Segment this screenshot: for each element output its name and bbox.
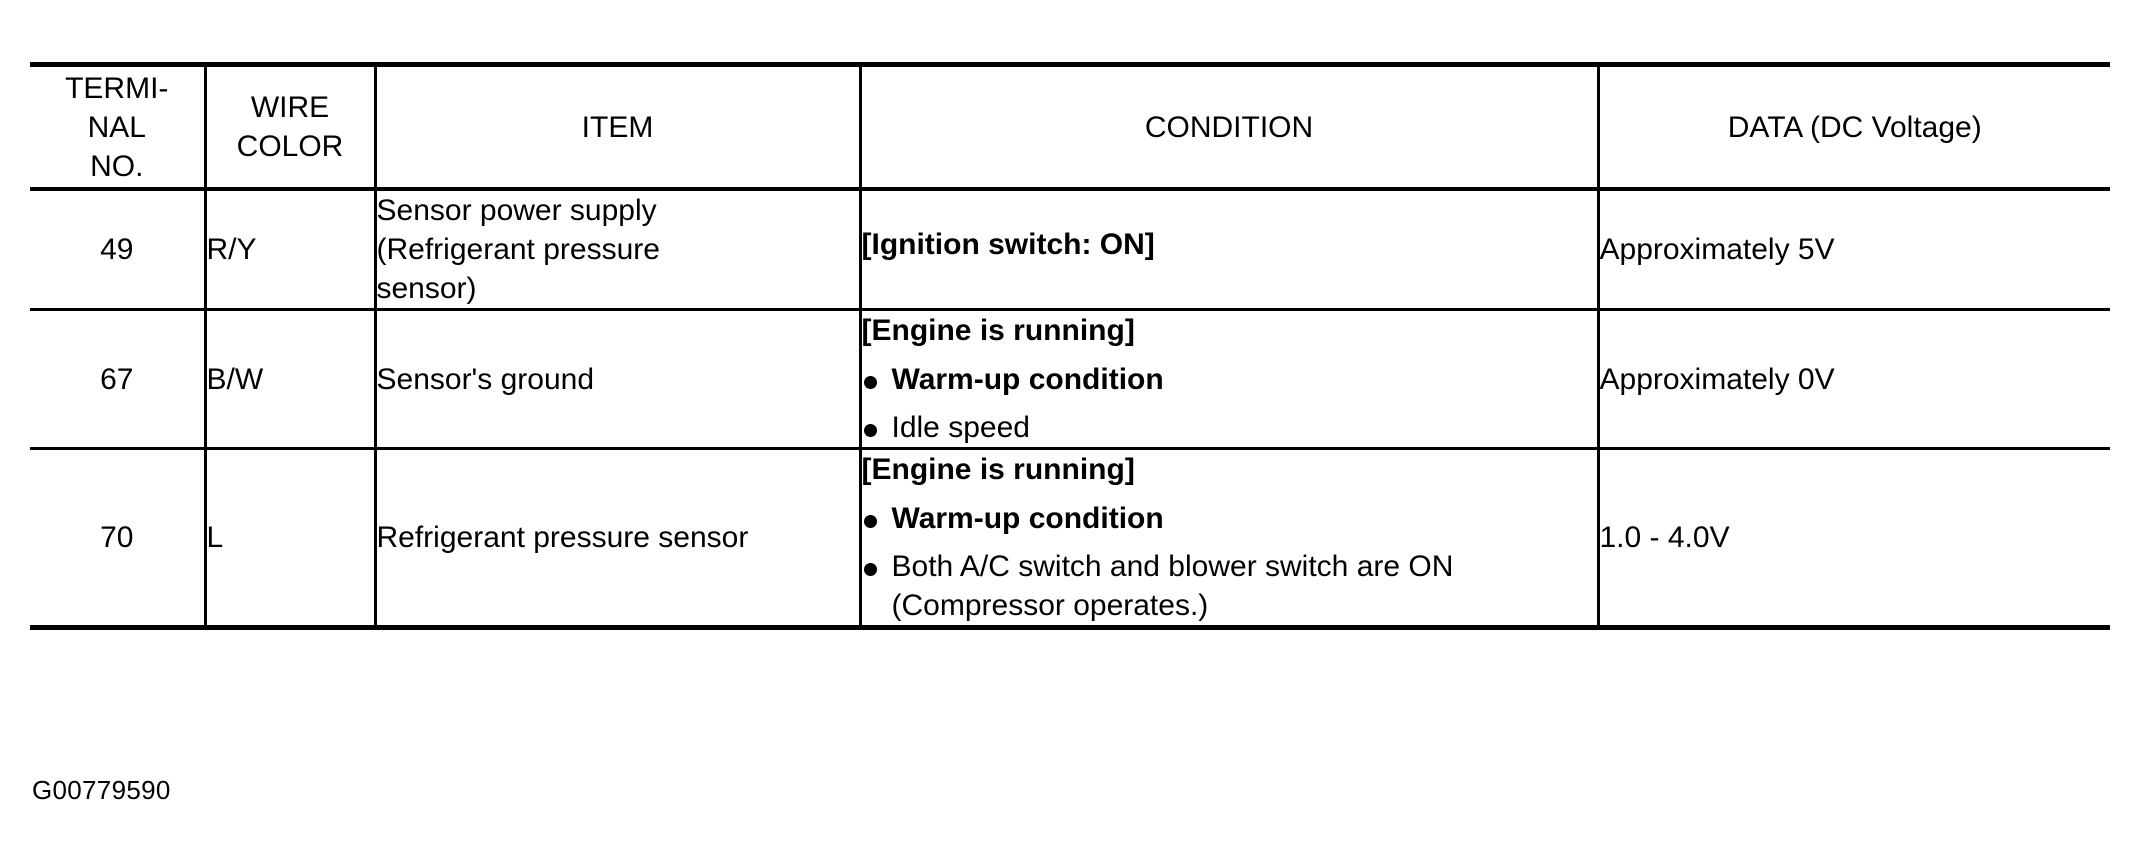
cell-wire-color: R/Y <box>205 189 377 310</box>
cell-item: Sensor power supply (Refrigerant pressur… <box>375 189 862 310</box>
table-header-row: TERMI- NAL NO. WIRE COLOR ITEM CONDITION… <box>30 64 2110 191</box>
condition-bullet-item: Warm-up condition <box>862 360 1597 399</box>
column-header-condition: CONDITION <box>860 64 1600 191</box>
bullet-dot-icon <box>863 375 877 389</box>
column-header-data: DATA (DC Voltage) <box>1598 64 2110 191</box>
condition-heading: [Ignition switch: ON] <box>861 228 1155 261</box>
table-row: 67 B/W Sensor's ground [Engine is runnin… <box>30 308 2110 449</box>
condition-bullet-text: Idle speed <box>891 411 1030 444</box>
terminal-data-table: TERMI- NAL NO. WIRE COLOR ITEM CONDITION… <box>30 62 2110 630</box>
table-row: 49 R/Y Sensor power supply (Refrigerant … <box>30 189 2110 310</box>
cell-wire-color: B/W <box>205 308 377 449</box>
table-body: 49 R/Y Sensor power supply (Refrigerant … <box>30 189 2110 628</box>
bullet-dot-icon <box>863 562 877 576</box>
cell-data-voltage: Approximately 5V <box>1599 233 1835 266</box>
cell-terminal-no: 67 <box>30 308 207 449</box>
column-header-item: ITEM <box>375 64 862 191</box>
column-header-terminal-no: TERMI- NAL NO. <box>30 64 207 191</box>
cell-wire-color: L <box>205 447 377 628</box>
cell-condition: [Ignition switch: ON] <box>860 189 1600 310</box>
cell-item: Sensor's ground <box>375 308 862 449</box>
terminal-data-table-wrapper: TERMI- NAL NO. WIRE COLOR ITEM CONDITION… <box>30 62 2110 630</box>
condition-bullet-item: Warm-up condition <box>862 499 1597 538</box>
condition-bullet-text: Warm-up condition <box>891 363 1164 396</box>
cell-terminal-no: 70 <box>30 447 207 628</box>
condition-bullet-text: Warm-up condition <box>891 502 1164 535</box>
cell-terminal-no: 49 <box>30 189 207 310</box>
condition-bullet-item: Both A/C switch and blower switch are ON… <box>862 547 1597 625</box>
column-header-wire-color: WIRE COLOR <box>205 64 377 191</box>
condition-bullet-item: Idle speed <box>862 408 1597 447</box>
condition-heading: [Engine is running] <box>861 314 1135 347</box>
cell-data-voltage: Approximately 0V <box>1598 308 2110 449</box>
figure-reference-code: G00779590 <box>32 775 171 805</box>
cell-item: Refrigerant pressure sensor <box>375 447 862 628</box>
cell-data-voltage: 1.0 - 4.0V <box>1598 447 2110 628</box>
condition-heading: [Engine is running] <box>861 453 1135 486</box>
bullet-dot-icon <box>863 423 877 437</box>
condition-bullet-text: Both A/C switch and blower switch are ON… <box>891 550 1454 622</box>
bullet-dot-icon <box>863 514 877 528</box>
table-row: 70 L Refrigerant pressure sensor [Engine… <box>30 447 2110 628</box>
table-header: TERMI- NAL NO. WIRE COLOR ITEM CONDITION… <box>30 64 2110 191</box>
